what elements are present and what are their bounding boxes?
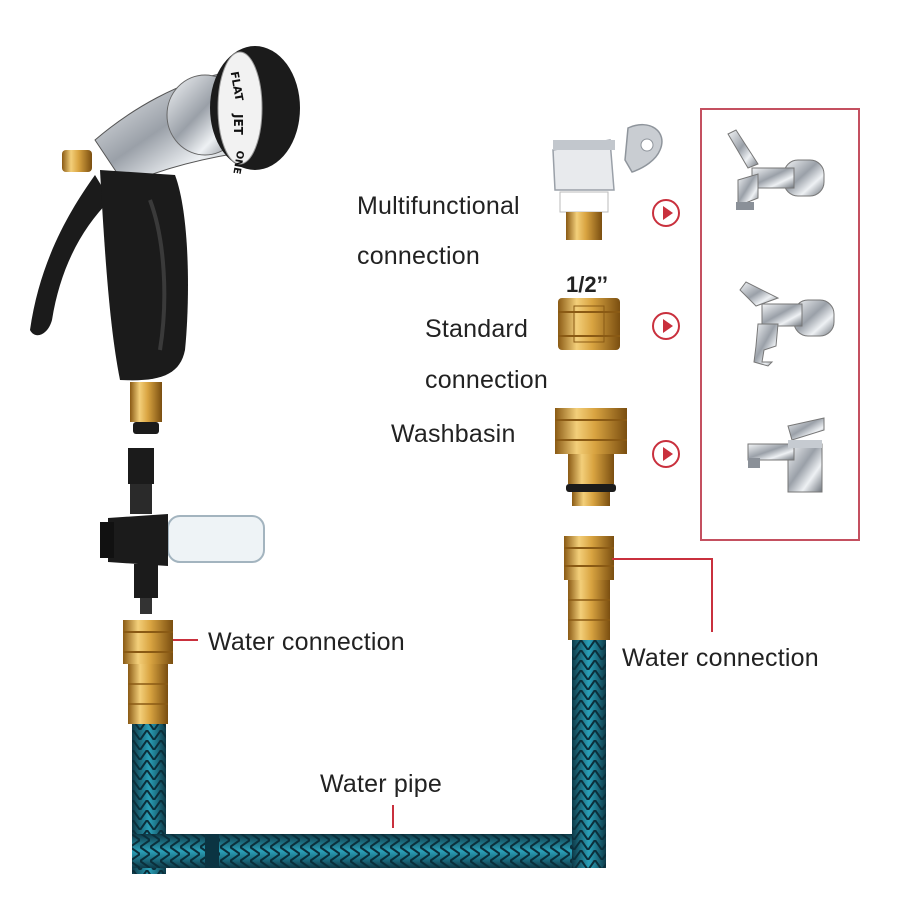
washbasin-connector [555, 408, 627, 506]
chevron-right-icon[interactable] [652, 440, 680, 468]
label-water-pipe: Water pipe [320, 770, 442, 798]
foam-adapter [100, 448, 265, 614]
spray-gun-trigger [30, 175, 110, 336]
wall-tap-icon [727, 129, 825, 210]
label-washbasin: Washbasin [391, 420, 516, 448]
leader-lines [173, 558, 713, 828]
label-size: 1/2’’ [566, 272, 608, 297]
left-water-connector [123, 620, 173, 724]
nozzle-dial-text-1: FLAT [228, 70, 246, 102]
garden-tap-icon [739, 281, 835, 367]
faucet-panel [700, 108, 860, 541]
chevron-right-icon[interactable] [652, 312, 680, 340]
spray-gun: FLAT JET ONE [30, 46, 300, 434]
basin-mixer-icon [747, 417, 825, 493]
chevron-right-icon[interactable] [652, 199, 680, 227]
valve-screw [62, 150, 92, 172]
foam-bottle [167, 515, 265, 563]
nozzle-dial-text-2: JET [231, 113, 245, 136]
spray-gun-grip [100, 170, 188, 381]
leader-line-right-connection [612, 558, 713, 632]
water-hose [132, 640, 606, 874]
label-multifunctional-connection: connection [357, 242, 480, 270]
standard-connector [558, 298, 620, 350]
label-standard: Standard [425, 315, 529, 343]
label-multifunctional: Multifunctional [357, 192, 520, 220]
right-water-connector [564, 536, 614, 640]
gun-outlet [130, 382, 162, 422]
label-standard-connection: connection [425, 366, 548, 394]
nozzle-dial-text-3: ONE [230, 150, 245, 175]
label-water-connection-right: Water connection [622, 644, 819, 672]
multifunctional-adapter [552, 123, 663, 240]
label-water-connection-left: Water connection [208, 628, 405, 656]
